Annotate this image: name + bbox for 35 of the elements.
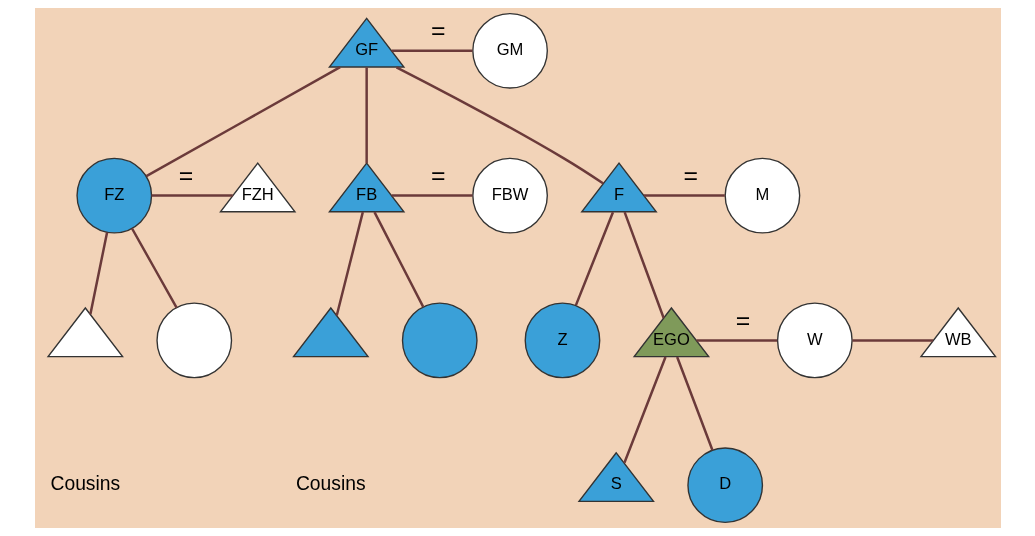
connector — [675, 356, 714, 451]
connector — [372, 211, 424, 308]
connector — [643, 194, 725, 197]
connector — [364, 67, 368, 164]
connector — [622, 211, 665, 319]
connector — [88, 232, 108, 315]
edge-label: = — [430, 16, 446, 44]
node-circle: GM — [471, 12, 548, 89]
connector — [574, 211, 614, 306]
connector — [151, 194, 233, 197]
node-circle: FZ — [75, 157, 152, 234]
connector — [395, 66, 604, 185]
connector — [391, 194, 472, 197]
node-triangle — [46, 306, 124, 358]
edge-label: = — [735, 306, 750, 334]
edge-label: = — [430, 161, 446, 189]
node-circle: Z — [524, 302, 600, 379]
connector — [145, 66, 341, 178]
node-circle: D — [686, 447, 763, 524]
node-circle: M — [724, 157, 800, 234]
connector — [391, 49, 472, 53]
label: Cousins — [49, 473, 120, 495]
connector — [130, 227, 178, 309]
connector — [335, 211, 364, 316]
label: Cousins — [295, 473, 366, 495]
connector — [695, 339, 777, 342]
connector — [851, 339, 933, 342]
connector — [622, 356, 667, 464]
node-circle: W — [776, 302, 853, 379]
node-triangle — [291, 306, 369, 358]
node-circle: FBW — [471, 157, 548, 234]
node-circle — [155, 302, 232, 379]
node-circle — [401, 302, 478, 379]
edge-label: = — [682, 161, 698, 189]
edge-label: = — [178, 161, 193, 189]
